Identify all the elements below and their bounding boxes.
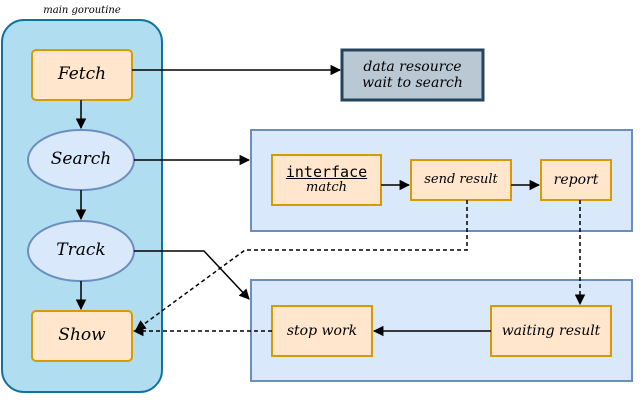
interface-code-text: interface <box>285 162 368 181</box>
show-node <box>31 310 133 362</box>
data-resource-box <box>340 48 485 102</box>
interface-match-node <box>271 154 382 206</box>
report-label: report <box>553 171 599 188</box>
waiting-result-label: waiting result <box>501 322 601 339</box>
waiting-result-node <box>490 305 612 357</box>
fetch-node <box>31 49 133 101</box>
report-node <box>540 159 612 201</box>
send-result-label: send result <box>424 171 498 187</box>
match-text: match <box>306 180 347 196</box>
track-label: Track <box>56 240 106 261</box>
stop-work-label: stop work <box>286 322 358 339</box>
fetch-label: Fetch <box>57 64 107 85</box>
send-result-node <box>410 159 512 201</box>
search-label: Search <box>50 149 112 170</box>
group-title: main goroutine <box>43 5 121 17</box>
main-goroutine-group <box>1 19 163 393</box>
interface-match-label: interface match <box>272 155 381 205</box>
stop-work-node <box>271 305 373 357</box>
edge-track-panel <box>134 250 250 300</box>
show-label: Show <box>58 325 106 346</box>
edge-send-show <box>135 200 468 331</box>
data-resource-label: data resource wait to search <box>362 58 463 91</box>
